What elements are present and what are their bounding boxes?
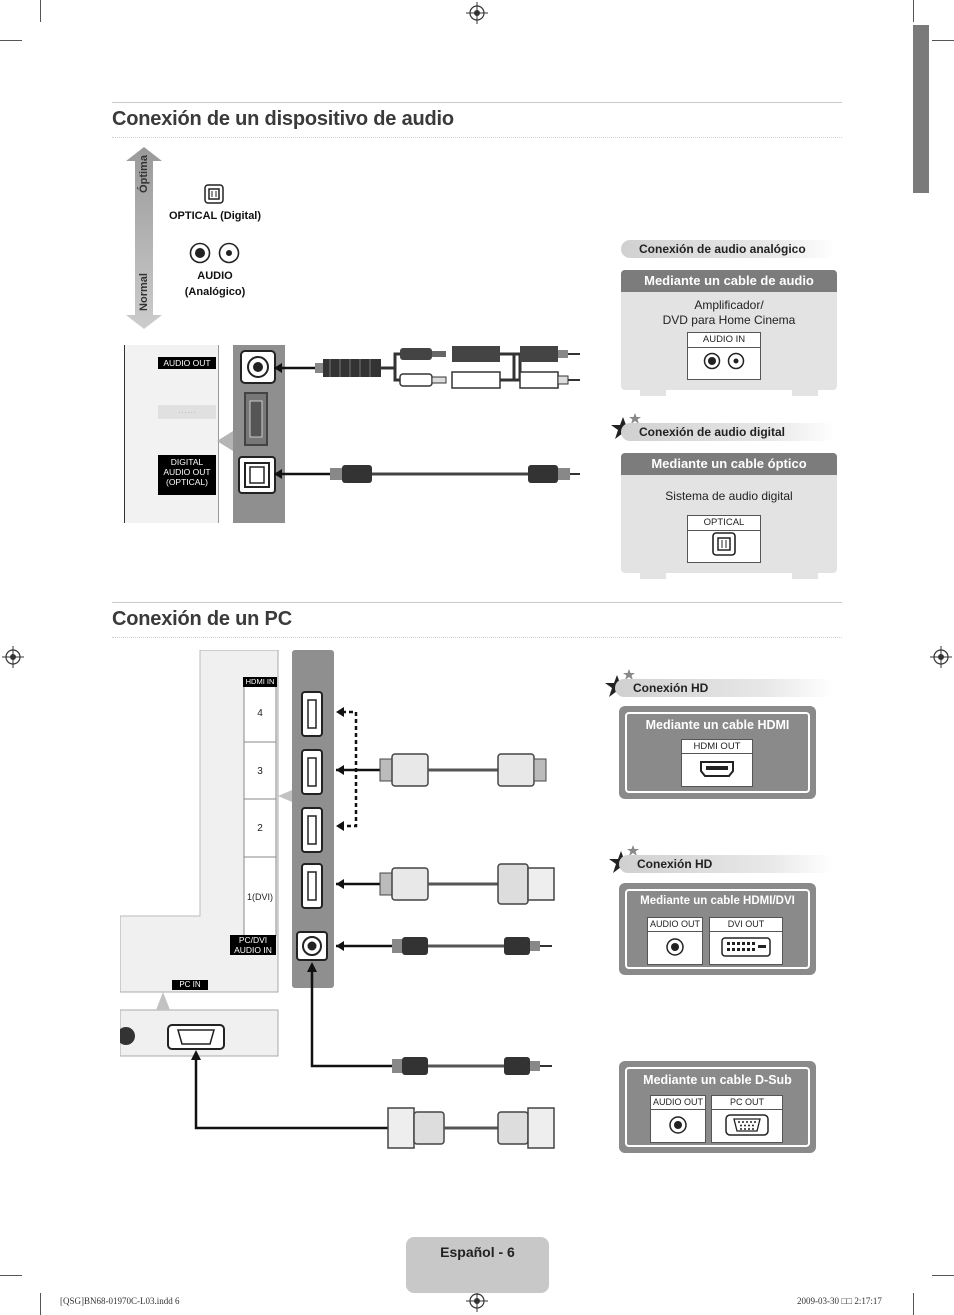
pc-in-tag: PC IN xyxy=(172,980,208,990)
tv-digital-line: (OPTICAL) xyxy=(165,477,209,487)
digital-device: Sistema de audio digital xyxy=(665,489,793,503)
dvi-out-label: DVI OUT xyxy=(710,918,782,932)
box-foot xyxy=(640,390,666,396)
crop-mark xyxy=(40,0,41,22)
hdmi-number: 2 xyxy=(257,823,263,834)
page-number-tab: Español - 6 xyxy=(406,1237,549,1293)
audio-rca-icon xyxy=(703,352,745,370)
digital-port: OPTICAL xyxy=(687,515,761,563)
vga-port-icon xyxy=(725,1114,769,1136)
pc-out-label: PC OUT xyxy=(712,1096,782,1110)
analog-box: Mediante un cable de audio Amplificador/… xyxy=(621,270,837,390)
registration-mark-icon xyxy=(930,646,952,668)
pc-out-port: PC OUT xyxy=(711,1095,783,1143)
audio-jack-icon xyxy=(669,1116,687,1134)
hdmi-dvi-box: Mediante un cable HDMI/DVI AUDIO OUT DVI… xyxy=(619,883,816,975)
hd-pill-2: Conexión HD xyxy=(619,855,833,873)
digital-box-title: Mediante un cable óptico xyxy=(621,453,837,475)
hdmi-out-port: HDMI OUT xyxy=(681,739,753,787)
hdmi-dvi-box-inner: Mediante un cable HDMI/DVI AUDIO OUT DVI… xyxy=(625,889,810,969)
quality-top-label: Óptima xyxy=(138,155,150,193)
section-rule xyxy=(112,137,842,138)
hdmi-box-inner: Mediante un cable HDMI HDMI OUT xyxy=(625,712,810,793)
dsub-box-inner: Mediante un cable D-Sub AUDIO OUT PC OUT xyxy=(625,1067,810,1147)
crop-mark xyxy=(913,1293,914,1315)
crop-mark xyxy=(913,0,914,22)
tv-digital-audio-tag: DIGITAL AUDIO OUT (OPTICAL) xyxy=(158,455,216,495)
hdmi-port-icon xyxy=(700,761,734,777)
dsub-audio-out-label: AUDIO OUT xyxy=(651,1096,705,1110)
registration-mark-icon xyxy=(466,2,488,24)
optical-port-icon xyxy=(712,532,736,556)
analog-pill: Conexión de audio analógico xyxy=(621,240,835,258)
analog-port: AUDIO IN xyxy=(687,332,761,380)
box-foot xyxy=(792,390,818,396)
hdmi-in-tag: HDMI IN xyxy=(243,677,277,687)
tv-panel xyxy=(124,345,219,523)
hdmi-box-title: Mediante un cable HDMI xyxy=(645,718,790,732)
dsub-audio-out-port: AUDIO OUT xyxy=(650,1095,706,1143)
analog-box-title: Mediante un cable de audio xyxy=(621,270,837,292)
digital-box: Mediante un cable óptico Sistema de audi… xyxy=(621,453,837,573)
crop-mark xyxy=(0,40,22,41)
hdmi-number: 4 xyxy=(257,708,263,719)
audio-analog-label: (Analógico) xyxy=(184,286,246,298)
optical-port-icon xyxy=(204,184,224,204)
tv-digital-line: AUDIO OUT xyxy=(163,467,211,477)
section-title-pc: Conexión de un PC xyxy=(112,608,292,630)
audio-label: AUDIO xyxy=(197,270,233,282)
audio-jack-icon xyxy=(666,938,684,956)
analog-port-label: AUDIO IN xyxy=(688,333,760,348)
audio-rca-icon xyxy=(189,242,240,264)
tv-audio-out-tag: AUDIO OUT xyxy=(158,357,216,369)
hdmi-out-label: HDMI OUT xyxy=(682,740,752,754)
page-number: Español - 6 xyxy=(440,1244,515,1260)
tv-faded-tag: ······ xyxy=(158,405,216,419)
section-title-audio: Conexión de un dispositivo de audio xyxy=(112,108,454,130)
audio-out-port: AUDIO OUT xyxy=(647,917,703,965)
audio-cables xyxy=(274,346,580,483)
pc-dvi-audio-tag: PC/DVI AUDIO IN xyxy=(230,935,276,955)
box-foot xyxy=(792,573,818,579)
tv-digital-line: DIGITAL xyxy=(170,457,204,467)
section-rule xyxy=(112,637,842,638)
hdmi-number: 3 xyxy=(257,766,263,777)
section-rule xyxy=(112,602,842,603)
thumb-tab xyxy=(913,25,929,193)
quality-bottom-label: Normal xyxy=(138,273,150,311)
pc-dvi-audio-line: PC/DVI xyxy=(238,935,268,945)
analog-device-line-2: DVD para Home Cinema xyxy=(662,313,796,327)
hd-pill-1: Conexión HD xyxy=(615,679,833,697)
hdmi-box: Mediante un cable HDMI HDMI OUT xyxy=(619,706,816,799)
file-info: [QSG]BN68-01970C-L03.indd 6 xyxy=(60,1296,180,1306)
box-foot xyxy=(640,573,666,579)
digital-pill: Conexión de audio digital xyxy=(621,423,835,441)
audio-out-label: AUDIO OUT xyxy=(648,918,702,932)
digital-port-label: OPTICAL xyxy=(688,516,760,531)
quality-bottom-wrap: Normal xyxy=(128,268,160,318)
date-info: 2009-03-30 □□ 2:17:17 xyxy=(797,1296,882,1306)
quality-arrow-icon xyxy=(126,147,162,329)
dvi-out-port: DVI OUT xyxy=(709,917,783,965)
pc-cables xyxy=(120,691,555,1149)
dsub-box-title: Mediante un cable D-Sub xyxy=(643,1073,792,1087)
crop-mark xyxy=(932,1275,954,1276)
dsub-box: Mediante un cable D-Sub AUDIO OUT PC OUT xyxy=(619,1061,816,1153)
optical-digital-label: OPTICAL (Digital) xyxy=(168,210,262,222)
hdmi-dvi-box-title: Mediante un cable HDMI/DVI xyxy=(640,895,795,907)
pc-dvi-audio-line: AUDIO IN xyxy=(234,945,272,955)
crop-mark xyxy=(0,1275,22,1276)
section-rule xyxy=(112,102,842,103)
crop-mark xyxy=(932,40,954,41)
registration-mark-icon xyxy=(2,646,24,668)
quality-top-wrap: Óptima xyxy=(128,150,160,200)
analog-device-line-1: Amplificador/ xyxy=(694,298,764,312)
dvi-port-icon xyxy=(721,937,771,957)
hdmi-number: 1(DVI) xyxy=(246,892,273,902)
crop-mark xyxy=(40,1293,41,1315)
registration-mark-icon xyxy=(466,1290,488,1312)
